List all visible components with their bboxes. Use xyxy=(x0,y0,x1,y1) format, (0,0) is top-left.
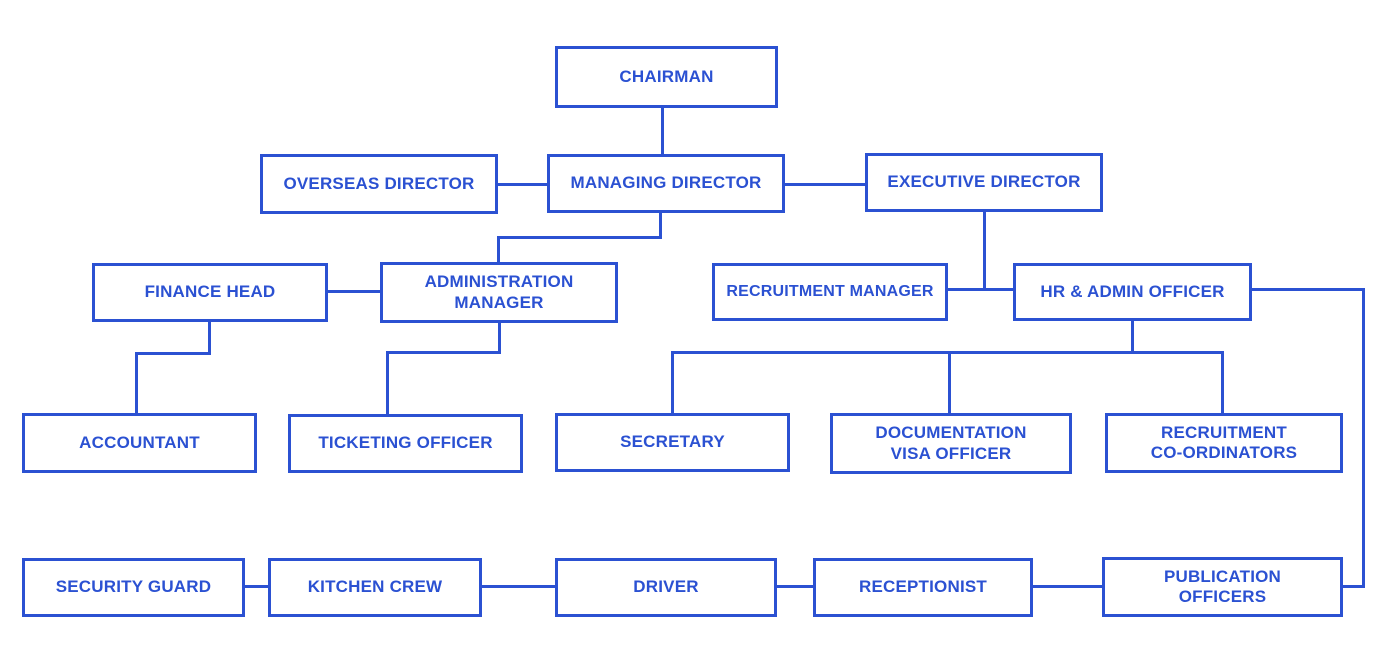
connector-right-vertical xyxy=(1362,288,1365,588)
connector-hr-right-horizontal xyxy=(1252,288,1365,291)
connector-managing-executive xyxy=(785,183,865,186)
connector-secretary-drop xyxy=(671,351,674,413)
connector-managing-admin-down xyxy=(497,236,500,262)
connector-driver-receptionist xyxy=(777,585,813,588)
connector-finance-accountant-drop xyxy=(208,322,211,355)
org-node-receptionist: RECEPTIONIST xyxy=(813,558,1033,617)
org-node-administration-manager: ADMINISTRATION MANAGER xyxy=(380,262,618,323)
org-node-kitchen-crew-label: KITCHEN CREW xyxy=(307,577,443,597)
org-node-documentation-visa-officer: DOCUMENTATION VISA OFFICER xyxy=(830,413,1072,474)
org-node-chairman-label: CHAIRMAN xyxy=(619,66,714,86)
org-node-recruitment-coordinators: RECRUITMENT CO-ORDINATORS xyxy=(1105,413,1343,473)
org-node-chairman: CHAIRMAN xyxy=(555,46,778,108)
org-node-overseas-director: OVERSEAS DIRECTOR xyxy=(260,154,498,214)
org-node-administration-manager-label: ADMINISTRATION MANAGER xyxy=(424,272,574,312)
org-node-driver-label: DRIVER xyxy=(633,577,699,597)
connector-finance-accountant-down xyxy=(135,352,138,413)
org-node-hr-admin-officer: HR & ADMIN OFFICER xyxy=(1013,263,1252,321)
org-node-finance-head-label: FINANCE HEAD xyxy=(144,282,276,302)
connector-finance-accountant-horizontal xyxy=(135,352,211,355)
connector-chairman-managing xyxy=(661,108,664,154)
connector-hr-drop xyxy=(1131,321,1134,354)
org-node-kitchen-crew: KITCHEN CREW xyxy=(268,558,482,617)
org-node-executive-director-label: EXECUTIVE DIRECTOR xyxy=(887,172,1081,192)
org-node-publication-officers-label: PUBLICATION OFFICERS xyxy=(1163,566,1282,606)
org-node-secretary: SECRETARY xyxy=(555,413,790,472)
connector-recruitment-hr xyxy=(948,288,1013,291)
org-node-publication-officers: PUBLICATION OFFICERS xyxy=(1102,557,1343,617)
org-node-managing-director: MANAGING DIRECTOR xyxy=(547,154,785,213)
org-node-accountant: ACCOUNTANT xyxy=(22,413,257,473)
connector-admin-ticketing-horizontal xyxy=(386,351,501,354)
connector-recruitment-coordinators-drop xyxy=(1221,351,1224,413)
org-node-recruitment-manager-label: RECRUITMENT MANAGER xyxy=(726,282,934,300)
org-node-driver: DRIVER xyxy=(555,558,777,617)
org-node-secretary-label: SECRETARY xyxy=(620,432,725,452)
org-node-receptionist-label: RECEPTIONIST xyxy=(858,577,988,597)
org-node-ticketing-officer: TICKETING OFFICER xyxy=(288,414,523,473)
org-node-overseas-director-label: OVERSEAS DIRECTOR xyxy=(283,173,475,193)
org-node-security-guard: SECURITY GUARD xyxy=(22,558,245,617)
org-node-finance-head: FINANCE HEAD xyxy=(92,263,328,322)
connector-finance-admin xyxy=(328,290,380,293)
connector-overseas-managing xyxy=(498,183,547,186)
connector-receptionist-publication xyxy=(1033,585,1102,588)
connector-admin-ticketing-drop xyxy=(498,322,501,354)
org-node-managing-director-label: MANAGING DIRECTOR xyxy=(570,173,762,193)
org-node-accountant-label: ACCOUNTANT xyxy=(79,432,200,452)
org-node-security-guard-label: SECURITY GUARD xyxy=(55,577,212,597)
org-node-recruitment-coordinators-label: RECRUITMENT CO-ORDINATORS xyxy=(1150,422,1298,462)
connector-hr-children-bus xyxy=(671,351,1224,354)
connector-documentation-visa-drop xyxy=(948,351,951,413)
connector-managing-admin-horizontal xyxy=(497,236,662,239)
connector-executive-drop xyxy=(983,212,986,291)
connector-managing-admin-drop xyxy=(659,213,662,239)
org-node-executive-director: EXECUTIVE DIRECTOR xyxy=(865,153,1103,212)
org-node-documentation-visa-officer-label: DOCUMENTATION VISA OFFICER xyxy=(875,423,1027,463)
connector-admin-ticketing-down xyxy=(386,351,389,414)
connector-kitchen-driver xyxy=(482,585,555,588)
connector-security-kitchen xyxy=(245,585,268,588)
org-node-ticketing-officer-label: TICKETING OFFICER xyxy=(318,433,493,453)
connector-publication-right xyxy=(1343,585,1365,588)
org-node-recruitment-manager: RECRUITMENT MANAGER xyxy=(712,263,948,321)
org-node-hr-admin-officer-label: HR & ADMIN OFFICER xyxy=(1040,281,1225,301)
